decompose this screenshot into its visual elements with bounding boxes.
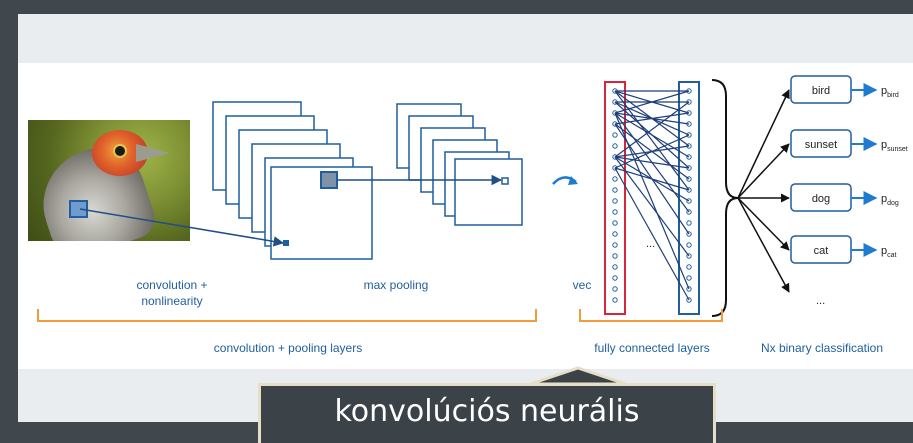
conv-pool-bracket bbox=[37, 309, 537, 322]
pooling-feature-maps bbox=[396, 103, 523, 226]
pool-window bbox=[320, 171, 338, 189]
class-dog: dog pdog bbox=[790, 183, 899, 212]
dense-ellipsis: ... bbox=[646, 238, 655, 250]
conv-pool-layers-label: convolution + pooling layers bbox=[214, 341, 362, 355]
class-arrows bbox=[737, 89, 790, 293]
output-brace bbox=[711, 79, 739, 317]
svg-text:sunset: sunset bbox=[805, 139, 837, 151]
vec-node bbox=[612, 275, 618, 281]
dense-edge bbox=[614, 134, 690, 169]
max-pooling-label: max pooling bbox=[364, 278, 429, 292]
svg-text:psunset: psunset bbox=[881, 139, 908, 153]
dense-edge bbox=[614, 101, 690, 158]
vec-node bbox=[612, 253, 618, 259]
class-cat: cat pcat bbox=[790, 235, 897, 264]
dense-edge bbox=[614, 112, 690, 125]
dense-node bbox=[686, 242, 692, 248]
dense-edge bbox=[614, 90, 690, 114]
caption-pointer bbox=[529, 366, 627, 386]
vec-node bbox=[612, 242, 618, 248]
fc-bracket bbox=[579, 309, 723, 322]
conv-label-line2: nonlinearity bbox=[141, 294, 202, 308]
dense-edge bbox=[614, 156, 690, 257]
nx-binary-label: Nx binary classification bbox=[761, 341, 883, 355]
vec-node bbox=[612, 209, 618, 215]
svg-text:pdog: pdog bbox=[881, 193, 899, 207]
dense-edge bbox=[614, 156, 690, 169]
conv-label-line1: convolution + bbox=[136, 278, 207, 292]
receptive-field-box bbox=[69, 200, 88, 218]
caption-text: konvolúciós neurális bbox=[334, 394, 640, 429]
vec-node bbox=[612, 176, 618, 182]
svg-text:pcat: pcat bbox=[881, 245, 897, 259]
dense-node bbox=[686, 264, 692, 270]
bird-photo bbox=[28, 120, 190, 241]
vec-column bbox=[604, 81, 626, 315]
vec-node bbox=[612, 264, 618, 270]
conv-output-cell bbox=[283, 240, 289, 246]
bird-beak-shape bbox=[136, 144, 170, 162]
bird-eye-shape bbox=[113, 144, 127, 158]
vec-node bbox=[612, 297, 618, 303]
vec-node bbox=[612, 187, 618, 193]
vec-node bbox=[612, 231, 618, 237]
vec-label: vec bbox=[573, 278, 592, 292]
vec-node bbox=[612, 143, 618, 149]
vec-node bbox=[612, 220, 618, 226]
flatten-arrow-head bbox=[568, 176, 578, 185]
cnn-diagram-svg: ... bird pbird sunset psunset dog bbox=[37, 75, 908, 386]
conv-feature-maps bbox=[212, 101, 373, 260]
dense-edge bbox=[614, 167, 690, 191]
dense-connections bbox=[614, 90, 690, 301]
pool-output-cell bbox=[501, 177, 509, 185]
class-bird: bird pbird bbox=[790, 75, 899, 104]
vec-node bbox=[612, 198, 618, 204]
dense-edge bbox=[614, 167, 690, 301]
vec-node bbox=[612, 286, 618, 292]
vec-node bbox=[612, 132, 618, 138]
svg-text:cat: cat bbox=[814, 245, 829, 257]
fully-connected-label: fully connected layers bbox=[594, 341, 709, 355]
dense-node bbox=[686, 220, 692, 226]
dense-node bbox=[686, 275, 692, 281]
svg-text:dog: dog bbox=[812, 193, 830, 205]
svg-text:bird: bird bbox=[812, 85, 830, 97]
dense-edge bbox=[614, 112, 690, 290]
svg-text:pbird: pbird bbox=[881, 85, 899, 99]
caption-box: konvolúciós neurális bbox=[258, 383, 716, 443]
class-ellipsis: ... bbox=[816, 295, 825, 307]
dense-edge bbox=[614, 112, 690, 158]
class-sunset: sunset psunset bbox=[790, 129, 908, 158]
conv-arrow bbox=[79, 208, 285, 247]
diagram-stage: ... bird pbird sunset psunset dog bbox=[18, 14, 913, 443]
